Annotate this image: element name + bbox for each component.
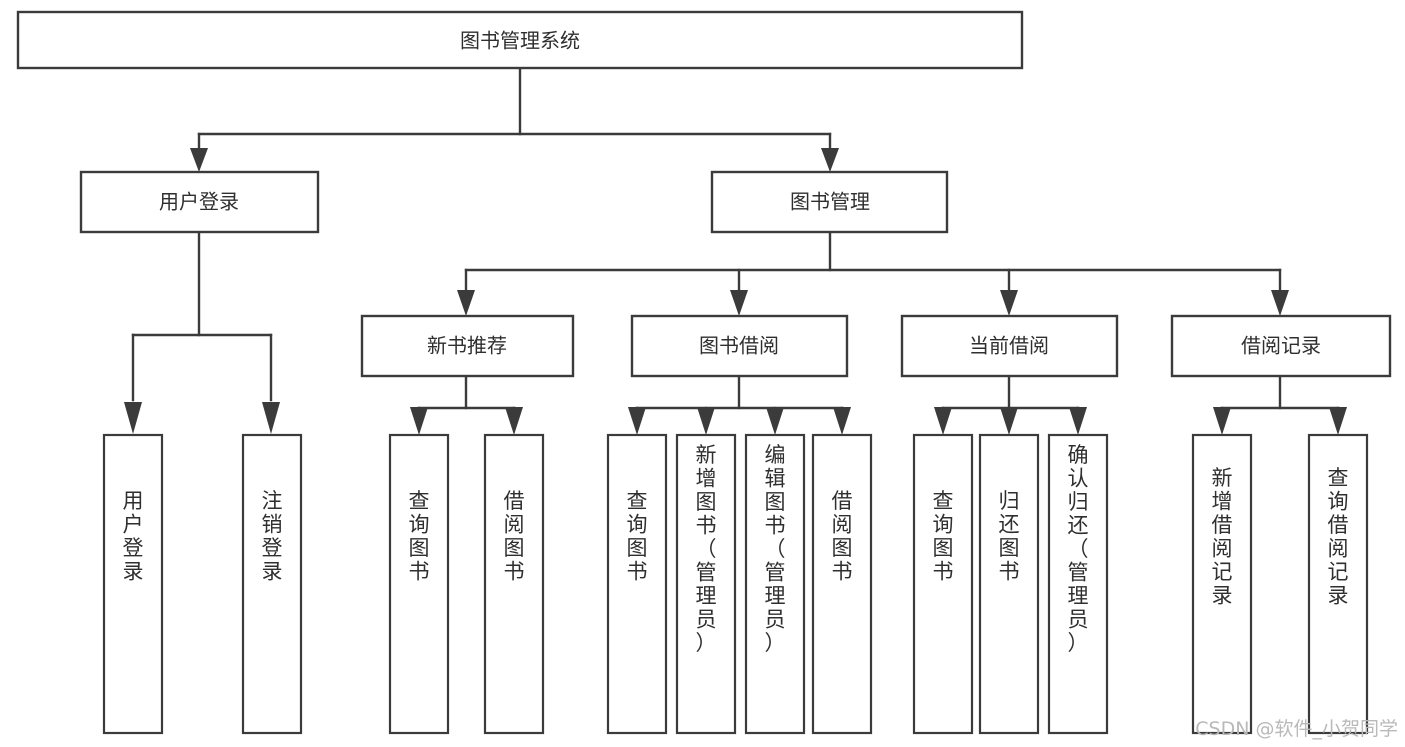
arrow-borrow-record xyxy=(1271,290,1289,316)
arrow-leaf-logout xyxy=(262,402,280,434)
node-root-box[interactable] xyxy=(16,10,1024,70)
node-new-book-recommend-box[interactable] xyxy=(360,314,575,378)
node-leaf-user-login-box[interactable] xyxy=(102,433,164,735)
node-leaf-query-book-2[interactable]: 查询图书 xyxy=(606,433,668,735)
node-borrow-record[interactable]: 借阅记录 xyxy=(1170,314,1392,378)
node-book-management-label: 图书管理 xyxy=(790,190,870,214)
node-leaf-add-record-label: 新增借阅记录 xyxy=(1212,466,1233,608)
node-leaf-return-book-label: 归还图书 xyxy=(999,489,1020,584)
node-borrow-record-label: 借阅记录 xyxy=(1241,334,1321,358)
node-leaf-borrow-book-1-box[interactable] xyxy=(483,433,545,735)
node-leaf-confirm-return-label: 确认归还（管理员） xyxy=(1068,443,1089,655)
node-leaf-query-book-1-label: 查询图书 xyxy=(409,489,430,584)
node-leaf-add-record[interactable]: 新增借阅记录 xyxy=(1191,433,1253,735)
node-user-login-label: 用户登录 xyxy=(159,190,239,214)
node-leaf-return-book[interactable]: 归还图书 xyxy=(978,433,1040,735)
edge-layer xyxy=(124,66,1347,435)
node-leaf-edit-book-box[interactable] xyxy=(744,433,806,735)
node-leaf-add-record-box[interactable] xyxy=(1191,433,1253,735)
arrow-leaf-add-book xyxy=(697,407,715,435)
node-leaf-query-book-3-label: 查询图书 xyxy=(933,489,954,584)
arrow-leaf-query-record xyxy=(1329,407,1347,435)
node-book-management[interactable]: 图书管理 xyxy=(710,170,949,234)
node-leaf-logout-label: 注销登录 xyxy=(262,489,283,584)
arrow-new-book-recommend xyxy=(457,290,475,316)
node-leaf-borrow-book-2-box[interactable] xyxy=(811,433,873,735)
arrow-leaf-add-record xyxy=(1213,407,1231,435)
node-leaf-logout[interactable]: 注销登录 xyxy=(241,433,303,735)
arrow-leaf-query-book-3 xyxy=(934,407,952,435)
node-leaf-query-record-label: 查询借阅记录 xyxy=(1328,466,1349,608)
arrow-leaf-confirm-return xyxy=(1069,407,1087,435)
node-leaf-query-book-2-label: 查询图书 xyxy=(627,489,648,584)
node-leaf-user-login[interactable]: 用户登录 xyxy=(102,433,164,735)
node-user-login[interactable]: 用户登录 xyxy=(79,170,320,234)
node-leaf-logout-box[interactable] xyxy=(241,433,303,735)
arrow-leaf-query-book-1 xyxy=(410,407,428,435)
node-leaf-query-book-1[interactable]: 查询图书 xyxy=(388,433,450,735)
node-leaf-borrow-book-2-label: 借阅图书 xyxy=(832,489,853,584)
watermark-label: CSDN @软件_小贺同学 xyxy=(1195,718,1398,740)
node-leaf-edit-book-label: 编辑图书（管理员） xyxy=(765,443,786,655)
node-leaf-query-record-box[interactable] xyxy=(1307,433,1369,735)
node-root[interactable]: 图书管理系统 xyxy=(16,10,1024,70)
node-leaf-edit-book[interactable]: 编辑图书（管理员） xyxy=(744,433,806,735)
node-leaf-return-book-box[interactable] xyxy=(978,433,1040,735)
node-leaf-borrow-book-2[interactable]: 借阅图书 xyxy=(811,433,873,735)
node-leaf-query-book-2-box[interactable] xyxy=(606,433,668,735)
node-user-login-box[interactable] xyxy=(79,170,320,234)
arrow-leaf-borrow-book-2 xyxy=(833,407,851,435)
node-leaf-confirm-return-box[interactable] xyxy=(1047,433,1109,735)
node-current-borrow[interactable]: 当前借阅 xyxy=(900,314,1119,378)
node-book-borrow[interactable]: 图书借阅 xyxy=(630,314,849,378)
arrow-current-borrow xyxy=(1000,290,1018,316)
node-current-borrow-label: 当前借阅 xyxy=(969,334,1049,358)
arrow-user-login xyxy=(190,148,208,172)
node-current-borrow-box[interactable] xyxy=(900,314,1119,378)
node-leaf-borrow-book-1[interactable]: 借阅图书 xyxy=(483,433,545,735)
node-leaf-add-book-box[interactable] xyxy=(675,433,737,735)
node-leaf-add-book-label: 新增图书（管理员） xyxy=(696,443,717,655)
node-leaf-borrow-book-1-label: 借阅图书 xyxy=(504,489,525,584)
arrow-leaf-user-login xyxy=(124,402,142,434)
arrow-leaf-edit-book xyxy=(766,407,784,435)
node-book-management-box[interactable] xyxy=(710,170,949,234)
node-borrow-record-box[interactable] xyxy=(1170,314,1392,378)
node-leaf-query-book-1-box[interactable] xyxy=(388,433,450,735)
node-leaf-query-book-3-box[interactable] xyxy=(912,433,974,735)
node-root-label: 图书管理系统 xyxy=(460,29,580,53)
node-leaf-query-book-3[interactable]: 查询图书 xyxy=(912,433,974,735)
node-new-book-recommend-label: 新书推荐 xyxy=(427,334,507,358)
node-book-borrow-label: 图书借阅 xyxy=(699,334,779,358)
arrow-book-management xyxy=(821,148,839,172)
arrow-leaf-return-book xyxy=(1000,407,1018,435)
arrow-book-borrow xyxy=(730,290,748,316)
node-leaf-query-record[interactable]: 查询借阅记录 xyxy=(1307,433,1369,735)
node-new-book-recommend[interactable]: 新书推荐 xyxy=(360,314,575,378)
arrow-leaf-borrow-book-1 xyxy=(505,407,523,435)
node-leaf-confirm-return[interactable]: 确认归还（管理员） xyxy=(1047,433,1109,735)
node-book-borrow-box[interactable] xyxy=(630,314,849,378)
arrow-leaf-query-book-2 xyxy=(628,407,646,435)
node-leaf-user-login-label: 用户登录 xyxy=(123,489,144,584)
node-leaf-add-book[interactable]: 新增图书（管理员） xyxy=(675,433,737,735)
